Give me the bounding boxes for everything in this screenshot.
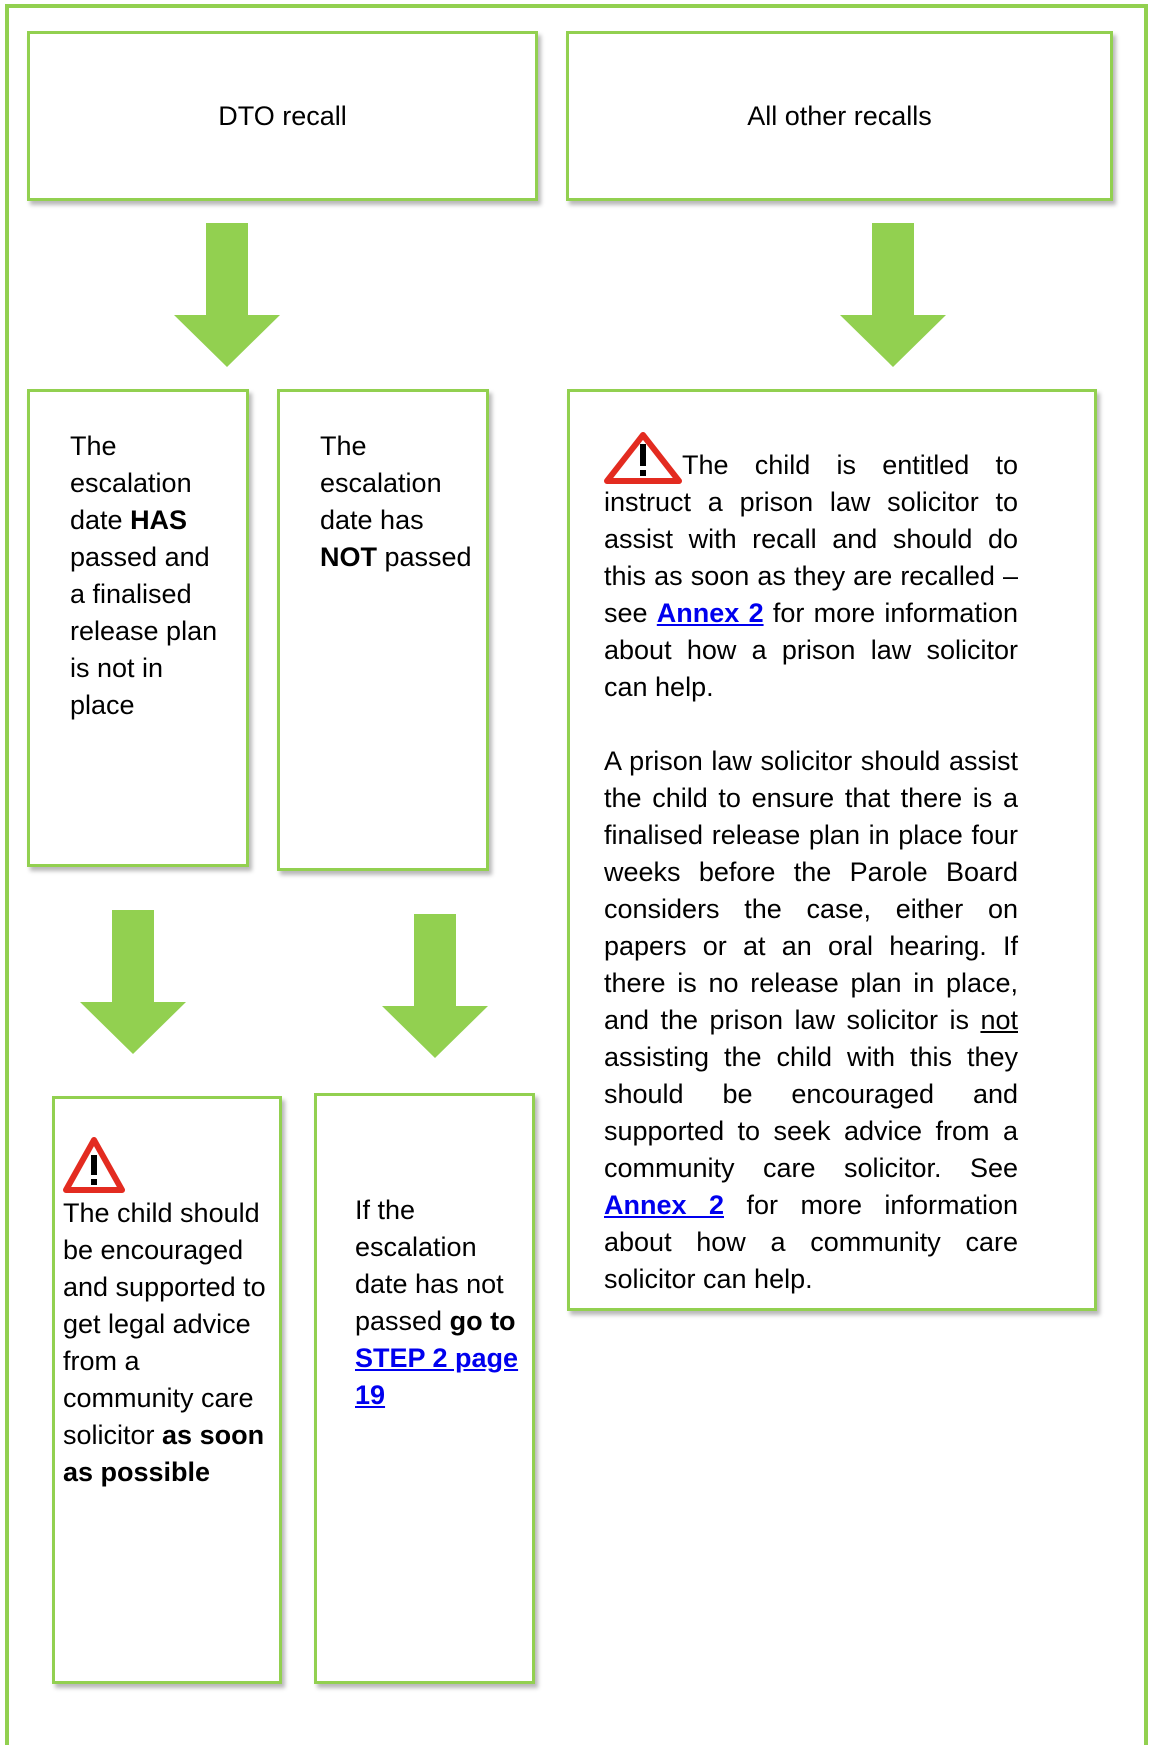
prison-law-text-4: assisting the child with this they shoul… [604, 1042, 1018, 1183]
legal-advice-text: The child should be encouraged and suppo… [63, 1198, 266, 1450]
prison-law-text-3: A prison law solicitor should assist the… [604, 746, 1018, 1035]
escalation-has-passed-box: The escalation date HAS passed and a fin… [27, 389, 249, 867]
legal-advice-box: The child should be encouraged and suppo… [52, 1096, 282, 1684]
dto-recall-box: DTO recall [27, 31, 538, 201]
down-arrow-not-passed [382, 914, 488, 1058]
all-other-recalls-box: All other recalls [566, 31, 1113, 201]
prison-law-text-2: for more information about how a prison … [604, 598, 1018, 702]
go-to-step-text: If the escalation date has not passed [355, 1195, 504, 1336]
down-arrow-dto [174, 223, 280, 367]
escalation-has-passed-bold: HAS [130, 505, 188, 535]
escalation-has-passed-text-2: passed and a finalised release plan is n… [70, 542, 218, 720]
prison-law-text-5: for more information about how a communi… [604, 1190, 1018, 1294]
all-other-recalls-label: All other recalls [747, 100, 932, 131]
dto-recall-label: DTO recall [218, 100, 347, 131]
prison-law-text-1: The child is entitled to instruct a pris… [604, 450, 1018, 628]
page-border [5, 4, 1148, 1745]
prison-law-underline-not: not [980, 1005, 1018, 1035]
go-to-step-bold: go to [449, 1306, 516, 1336]
down-arrow-has-passed [80, 910, 186, 1054]
annex-2-link-1[interactable]: Annex 2 [656, 598, 764, 628]
step-2-link[interactable]: STEP 2 page 19 [355, 1343, 519, 1410]
prison-law-paragraph-1: The child is entitled to instruct a pris… [604, 432, 1018, 706]
prison-law-paragraph-2: A prison law solicitor should assist the… [604, 743, 1018, 1298]
annex-2-link-2[interactable]: Annex 2 [604, 1190, 724, 1220]
down-arrow-other [840, 223, 946, 367]
legal-advice-bold: as soon as possible [63, 1420, 265, 1487]
go-to-step-box: If the escalation date has not passed go… [314, 1093, 535, 1684]
escalation-has-passed-text: The escalation date [70, 431, 192, 535]
warning-triangle-icon [604, 432, 682, 484]
escalation-not-passed-bold: NOT [320, 542, 377, 572]
escalation-not-passed-box: The escalation date has NOT passed [277, 389, 489, 871]
escalation-not-passed-text-2: passed [377, 542, 472, 572]
prison-law-box: The child is entitled to instruct a pris… [567, 389, 1097, 1311]
escalation-not-passed-text: The escalation date has [320, 431, 442, 535]
warning-triangle-icon [63, 1137, 125, 1193]
